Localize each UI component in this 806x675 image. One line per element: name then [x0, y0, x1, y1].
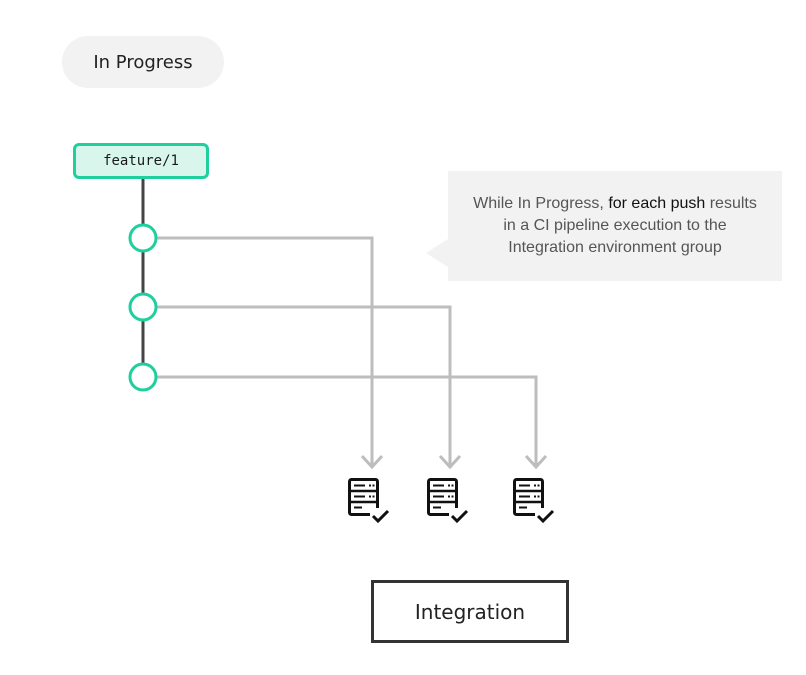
callout-text-start: While In Progress, — [473, 195, 609, 212]
branch-tag: feature/1 — [73, 143, 209, 179]
arrowhead-1 — [360, 454, 384, 470]
connector-1 — [157, 236, 374, 465]
environment-group-box: Integration — [371, 580, 569, 643]
connector-3 — [157, 375, 538, 465]
server-check-icon — [513, 478, 555, 524]
commit-node-3 — [128, 362, 158, 392]
callout-text-end: results in a CI pipeline execution to th… — [503, 195, 757, 256]
connector-2 — [157, 305, 452, 465]
arrowhead-2 — [438, 454, 462, 470]
arrowhead-3 — [524, 454, 548, 470]
stage-label: In Progress — [62, 36, 224, 88]
server-check-icon — [348, 478, 390, 524]
commit-node-2 — [128, 292, 158, 322]
callout-text-emphasis: for each push — [608, 195, 706, 212]
server-check-icon — [427, 478, 469, 524]
commit-node-1 — [128, 223, 158, 253]
callout: While In Progress, for each push results… — [426, 171, 782, 281]
callout-text: While In Progress, for each push results… — [465, 193, 765, 259]
